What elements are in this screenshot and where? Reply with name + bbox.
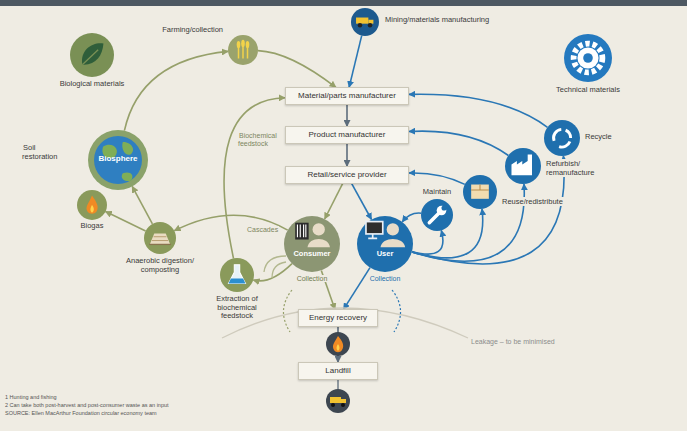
node-label: Anaerobic digestion/ composting	[118, 257, 202, 274]
process-box: Product manufacturer	[285, 126, 409, 143]
footnote: 1 Hunting and fishing	[4, 394, 324, 400]
circle-shape	[351, 8, 379, 36]
landfill-icon	[326, 389, 350, 413]
node-label: Collection	[355, 275, 415, 283]
node-label: Biosphere	[88, 154, 148, 163]
box-label: Energy recovery	[303, 313, 373, 322]
node-label: Technical materials	[553, 86, 623, 95]
process-circle: Biogas	[77, 190, 107, 220]
circle-shape	[228, 35, 258, 65]
circle-shape	[284, 216, 340, 272]
flow-arrow	[409, 94, 548, 127]
process-box: Landfill	[298, 362, 378, 379]
node-label: Farming/collection	[158, 26, 224, 35]
flow-arrow	[349, 36, 362, 88]
process-box: Energy recovery	[298, 309, 378, 326]
loop-circle: Recycle	[544, 120, 580, 156]
node-label: Recycle	[584, 133, 624, 142]
energy-icon	[326, 332, 350, 356]
node-label: Biogas	[72, 222, 112, 231]
annotation: Biochemical feedstock	[238, 132, 284, 148]
circle-shape	[357, 216, 413, 272]
leakage-arc	[222, 308, 468, 338]
flow-arrow	[346, 105, 348, 127]
node-label: Extraction of biochemical feedstock	[202, 295, 272, 321]
flow-arrow	[325, 184, 343, 219]
annotation: Cascades	[246, 226, 286, 234]
footnote: 2 Can take both post-harvest and post-co…	[4, 402, 324, 408]
biosphere-circle: Biosphere	[88, 130, 148, 190]
box-label: Landfill	[303, 366, 373, 375]
node-label: Reuse/redistribute	[501, 198, 581, 207]
circle-shape	[544, 120, 580, 156]
leakage-dotted-arrow	[392, 290, 401, 332]
circle-shape	[70, 33, 114, 77]
flow-arrow	[352, 184, 372, 220]
node-label: Mining/materials manufacturing	[384, 16, 524, 25]
cascade-arc	[272, 262, 286, 278]
flow-arrow	[346, 144, 348, 167]
flow-arrow	[132, 186, 152, 224]
actor-circle: ConsumerCollection	[284, 216, 340, 272]
landfill-link	[337, 380, 338, 389]
flow-arrow	[124, 51, 228, 130]
flow-arrow	[412, 230, 443, 254]
top-bar	[0, 0, 687, 6]
material-circle: Biological materials	[70, 33, 114, 77]
footnote: SOURCE: Ellen MacArthur Foundation circu…	[4, 410, 324, 416]
flow-arrow	[344, 268, 371, 310]
process-circle: Anaerobic digestion/ composting	[144, 222, 176, 254]
process-circle: Extraction of biochemical feedstock	[220, 258, 254, 292]
actor-circle: UserCollection	[357, 216, 413, 272]
leakage-dotted-arrow	[283, 290, 292, 332]
node-label: Maintain	[418, 188, 456, 197]
box-label: Product manufacturer	[290, 130, 404, 139]
node-label: Collection	[282, 275, 342, 283]
node-label: Consumer	[284, 250, 340, 259]
circle-shape	[77, 190, 107, 220]
circle-shape	[505, 148, 541, 184]
flow-arrow	[409, 173, 465, 184]
source-circle: Mining/materials manufacturing	[351, 8, 379, 36]
circle-shape	[220, 258, 254, 292]
node-label: User	[357, 250, 413, 259]
annotation: Leakage – to be minimised	[470, 338, 590, 346]
annotation: Soil restoration	[22, 144, 68, 161]
flow-arrow	[258, 51, 336, 88]
process-box: Material/parts manufacturer	[285, 87, 409, 104]
node-label: Biological materials	[57, 80, 127, 89]
flow-arrow	[409, 131, 508, 155]
flow-arrow	[402, 213, 421, 222]
box-label: Retail/service provider	[290, 170, 404, 179]
circle-shape	[144, 222, 176, 254]
loop-circle: Refurbish/ remanufacture	[505, 148, 541, 184]
node-label: Refurbish/ remanufacture	[545, 160, 605, 177]
flow-arrow	[106, 212, 146, 232]
source-circle: Farming/collection	[228, 35, 258, 65]
loop-circle: Maintain	[421, 199, 453, 231]
flow-arrow	[412, 156, 564, 264]
circle-shape	[463, 175, 497, 209]
box-label: Material/parts manufacturer	[290, 91, 404, 100]
circle-shape	[564, 34, 612, 82]
process-box: Retail/service provider	[285, 166, 409, 183]
loop-circle: Reuse/redistribute	[463, 175, 497, 209]
cascade-arc	[264, 256, 286, 272]
circle-shape	[421, 199, 453, 231]
flow-arrow	[224, 98, 285, 259]
material-circle: Technical materials	[564, 34, 612, 82]
